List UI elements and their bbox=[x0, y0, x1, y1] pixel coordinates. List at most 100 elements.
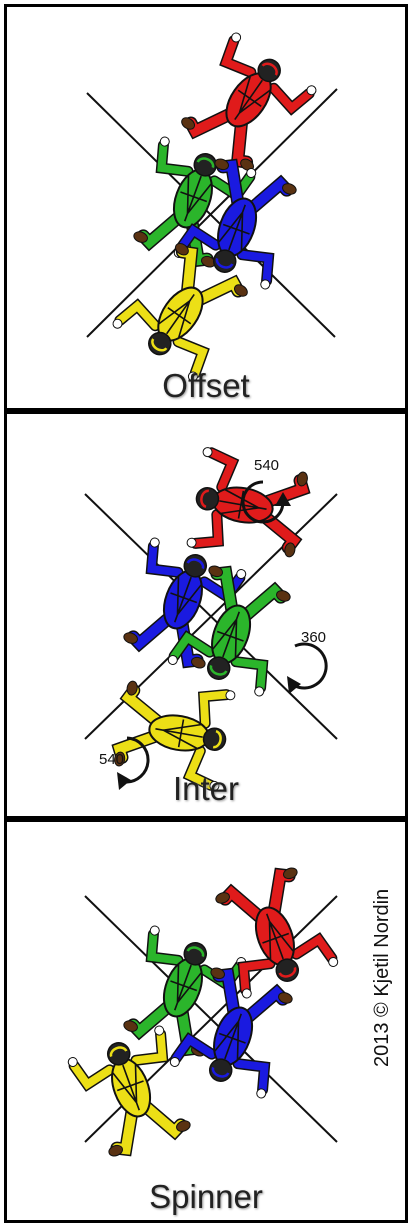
hand bbox=[231, 32, 242, 43]
helmet-stripe bbox=[278, 967, 297, 978]
arm bbox=[231, 657, 267, 692]
boot bbox=[233, 284, 248, 297]
arm bbox=[176, 225, 220, 254]
leg bbox=[185, 109, 234, 138]
helmet-stripe bbox=[212, 730, 222, 749]
hand bbox=[186, 537, 197, 548]
offset-diagram bbox=[86, 32, 338, 382]
formation-label: Inter bbox=[172, 770, 240, 807]
harness bbox=[180, 175, 212, 222]
harness bbox=[218, 204, 250, 251]
arm bbox=[172, 1034, 216, 1063]
arm bbox=[221, 36, 255, 77]
jumper-red bbox=[215, 867, 339, 999]
hand bbox=[112, 318, 123, 329]
boot bbox=[175, 242, 189, 256]
formation-label: Spinner bbox=[149, 1178, 263, 1215]
harness bbox=[155, 719, 203, 749]
helmet-stripe bbox=[200, 489, 210, 508]
hand bbox=[256, 1088, 267, 1099]
arm bbox=[174, 337, 208, 378]
arm bbox=[239, 959, 275, 994]
boot bbox=[133, 231, 148, 243]
rotation-arrow-360: 360 bbox=[287, 629, 328, 694]
helmet-stripe bbox=[186, 946, 205, 957]
inter-diagram: 540 360 540 bbox=[84, 447, 338, 791]
arm bbox=[199, 690, 231, 728]
boot bbox=[191, 656, 206, 669]
formation-label: Offset bbox=[162, 367, 250, 404]
helmet-stripe bbox=[109, 1046, 128, 1057]
arm bbox=[292, 934, 336, 963]
arm bbox=[269, 84, 314, 114]
hand bbox=[306, 85, 317, 96]
boot bbox=[296, 471, 308, 487]
arm bbox=[157, 141, 193, 176]
rotation-arrow-540-bottom: 540 bbox=[99, 736, 150, 790]
harness bbox=[170, 964, 202, 1011]
boot bbox=[176, 1120, 191, 1132]
helmet-stripe bbox=[215, 258, 234, 269]
hand bbox=[154, 1025, 165, 1036]
boot bbox=[283, 867, 298, 880]
arm bbox=[115, 300, 160, 330]
hand bbox=[260, 279, 271, 290]
arm bbox=[131, 1030, 167, 1065]
helmet-stripe bbox=[261, 62, 278, 76]
hand bbox=[149, 537, 160, 548]
jumper-red bbox=[181, 32, 317, 172]
helmet-stripe bbox=[151, 338, 168, 352]
harness bbox=[170, 576, 202, 623]
hand bbox=[169, 1056, 180, 1067]
boot bbox=[126, 680, 138, 696]
copyright-credit: 2013 © Kjetil Nordin bbox=[371, 888, 393, 1067]
boot bbox=[123, 1020, 138, 1032]
hand bbox=[236, 569, 247, 580]
hand bbox=[209, 780, 220, 791]
hand bbox=[67, 1057, 78, 1068]
boot bbox=[114, 751, 126, 767]
hand bbox=[225, 690, 236, 701]
spinner-diagram bbox=[67, 867, 339, 1157]
rotation-label: 360 bbox=[301, 629, 326, 646]
harness bbox=[112, 1064, 144, 1111]
offset-panel: Offset bbox=[4, 4, 408, 411]
hand bbox=[246, 168, 257, 179]
harness bbox=[234, 76, 271, 121]
arm bbox=[147, 542, 183, 577]
boot bbox=[208, 565, 223, 578]
arm bbox=[207, 448, 238, 492]
jumper-green bbox=[167, 565, 291, 697]
boot bbox=[108, 1144, 123, 1157]
harness bbox=[158, 293, 195, 338]
helmet-stripe bbox=[186, 558, 205, 569]
boot bbox=[282, 183, 297, 195]
hand bbox=[187, 371, 198, 382]
hand bbox=[328, 956, 339, 967]
boot bbox=[276, 590, 291, 602]
boot bbox=[278, 992, 293, 1004]
diagonal-line bbox=[86, 88, 338, 338]
boot bbox=[215, 892, 230, 904]
spinner-panel: Spinner 2013 © Kjetil Nordin bbox=[4, 819, 408, 1223]
inter-panel: 540 360 540 Inter bbox=[4, 411, 408, 819]
boot bbox=[123, 632, 138, 644]
arm bbox=[147, 930, 183, 965]
hand bbox=[149, 925, 160, 936]
arm bbox=[237, 250, 273, 285]
hand bbox=[254, 686, 265, 697]
boot bbox=[214, 158, 229, 171]
arm bbox=[184, 746, 215, 790]
jumper-blue bbox=[169, 967, 293, 1099]
jumper-blue bbox=[173, 158, 297, 290]
rotation-label: 540 bbox=[254, 457, 279, 474]
boot bbox=[210, 967, 225, 980]
helmet-stripe bbox=[196, 157, 215, 168]
boot bbox=[181, 117, 196, 130]
arm bbox=[70, 1061, 114, 1090]
jumper-red bbox=[186, 447, 311, 558]
leg bbox=[195, 276, 244, 305]
jumper-yellow bbox=[111, 680, 236, 791]
harness bbox=[262, 913, 294, 960]
arm bbox=[233, 1059, 269, 1094]
